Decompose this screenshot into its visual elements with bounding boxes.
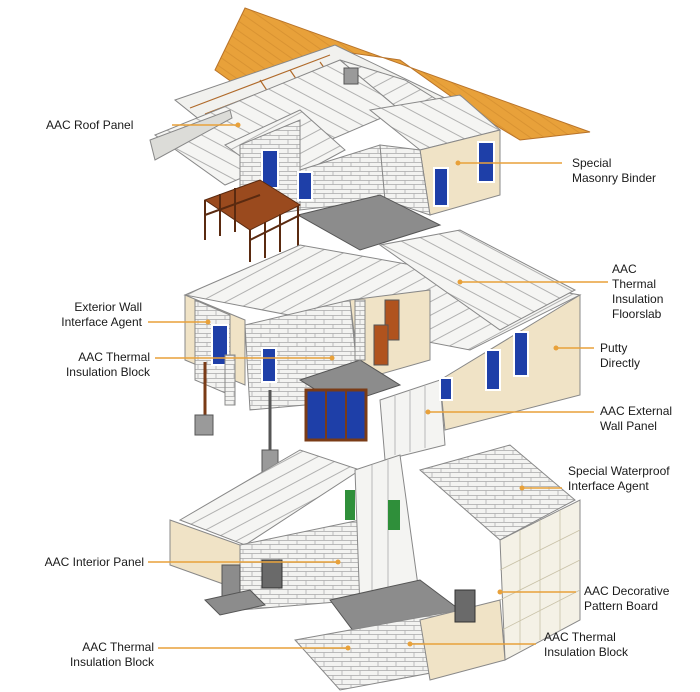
label-waterproof-agent: Special Waterproof Interface Agent	[568, 464, 670, 493]
middle-window-1	[211, 324, 229, 366]
upper-window-2	[297, 171, 313, 201]
label-exterior-wall-agent: Exterior Wall Interface Agent	[61, 300, 142, 329]
label-masonry-binder: Special Masonry Binder	[572, 156, 657, 185]
leader-lines	[148, 124, 608, 649]
upper-slab	[296, 194, 442, 251]
leader-dots	[205, 122, 559, 651]
label-thermal-block-lower-left: AAC Thermal Insulation Block	[69, 640, 154, 669]
floorslab-right	[378, 229, 577, 331]
label-decorative-board: AAC Decorative Pattern Board	[584, 584, 670, 613]
middle-window-4	[485, 349, 501, 391]
ground-wall-back	[418, 444, 576, 541]
label-interior-panel: AAC Interior Panel	[44, 555, 144, 569]
upper-window-4	[477, 141, 495, 183]
upper-window-3	[433, 167, 449, 207]
label-roof-panel: AAC Roof Panel	[46, 118, 134, 132]
label-thermal-block-lower-right: AAC Thermal Insulation Block	[544, 630, 629, 659]
middle-window-3	[304, 388, 368, 442]
middle-window-5	[513, 331, 529, 377]
label-thermal-floorslab: AAC Thermal Insulation Floorslab	[612, 262, 664, 321]
label-thermal-block-upper: AAC Thermal Insulation Block	[65, 350, 150, 379]
middle-wall-right	[439, 294, 581, 431]
label-external-wall-panel: AAC External Wall Panel	[600, 404, 673, 433]
label-putty-directly: Putty Directly	[600, 341, 641, 370]
roof-cover	[214, 7, 591, 141]
middle-window-2	[261, 347, 277, 383]
middle-level	[183, 229, 582, 473]
chimney	[343, 67, 359, 85]
ground-level	[169, 444, 581, 691]
external-wall-panel	[379, 379, 446, 461]
roof-level	[149, 7, 591, 262]
